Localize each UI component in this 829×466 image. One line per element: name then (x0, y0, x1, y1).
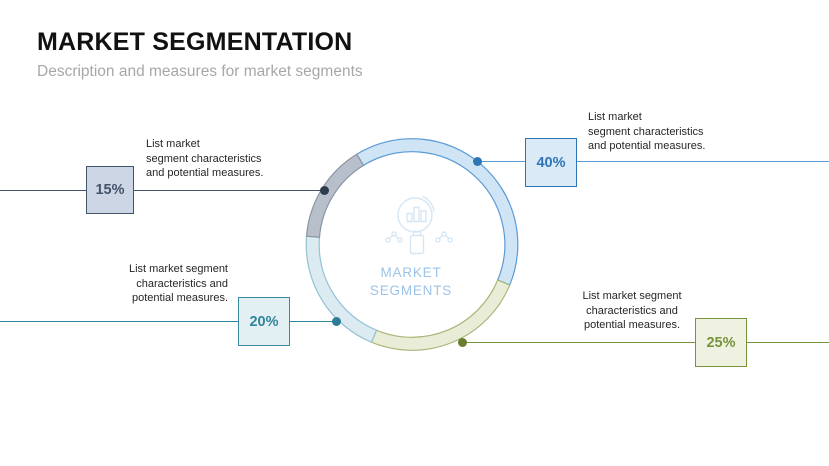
connector-dot-15 (320, 186, 329, 195)
donut-segment-15% (305, 153, 365, 238)
percent-box-25: 25% (695, 318, 747, 367)
description-25: List market segment characteristics and … (582, 290, 682, 331)
percent-label-20: 20% (249, 313, 279, 330)
description-40: List market segment characteristics and … (588, 111, 706, 152)
description-20: List market segment characteristics and … (128, 263, 228, 304)
center-label-line2: SEGMENTS (369, 283, 453, 298)
connector-line-15 (0, 190, 325, 192)
page-subtitle: Description and measures for market segm… (37, 63, 363, 80)
percent-box-20: 20% (238, 297, 290, 346)
page-title: MARKET SEGMENTATION (37, 28, 353, 56)
center-label-line1: MARKET (380, 265, 442, 280)
percent-box-15: 15% (86, 166, 134, 214)
connector-line-25 (461, 342, 829, 344)
connector-line-20 (0, 321, 337, 323)
percent-label-15: 15% (95, 182, 125, 198)
connector-dot-20 (332, 317, 341, 326)
percent-label-40: 40% (536, 154, 566, 171)
connector-dot-40 (473, 157, 482, 166)
percent-box-40: 40% (525, 138, 577, 187)
magnifier-bar-chart-icon (385, 195, 453, 255)
connector-dot-25 (458, 338, 467, 347)
percent-label-25: 25% (706, 334, 736, 351)
connector-line-40 (477, 161, 829, 163)
description-15: List market segment characteristics and … (146, 138, 264, 179)
donut-center-label: MARKET SEGMENTS (331, 264, 491, 300)
